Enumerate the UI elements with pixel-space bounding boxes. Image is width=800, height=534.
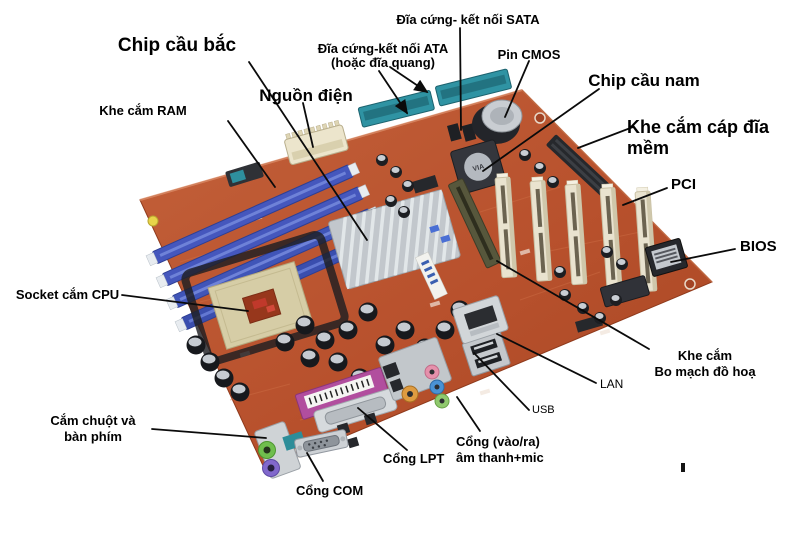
floppy-connector bbox=[546, 134, 613, 198]
southbridge-chip: VIA bbox=[450, 139, 507, 195]
leader-power bbox=[302, 102, 314, 148]
label-ata: Đĩa cứng-kết nối ATA (hoặc đĩa quang) bbox=[293, 42, 473, 70]
leader-com bbox=[306, 452, 324, 482]
leader-southbridge bbox=[482, 88, 600, 172]
audio-jacks bbox=[378, 337, 452, 409]
leader-audio bbox=[456, 396, 481, 432]
leader-floppy bbox=[577, 126, 634, 149]
leader-ata-2 bbox=[378, 70, 408, 115]
label-pci: PCI bbox=[671, 176, 697, 193]
leader-usb bbox=[473, 352, 530, 411]
leader-lan bbox=[496, 333, 597, 384]
label-bios: BIOS bbox=[740, 238, 777, 255]
small-chip bbox=[225, 161, 264, 187]
label-audio-line1: Cổng (vào/ra) bbox=[456, 434, 540, 449]
leader-lines bbox=[121, 27, 736, 482]
label-power: Nguồn điện bbox=[259, 86, 353, 105]
label-sata: Đĩa cứng- kết nối SATA bbox=[396, 12, 540, 27]
label-lan: LAN bbox=[600, 377, 624, 391]
leader-bios bbox=[670, 248, 736, 263]
label-ps2: Cắm chuột và bàn phím bbox=[33, 413, 153, 445]
com-port bbox=[282, 429, 349, 458]
lpt-port bbox=[295, 367, 398, 449]
label-cpu-socket: Socket cắm CPU bbox=[15, 287, 120, 302]
label-pin-cmos: Pin CMOS bbox=[497, 47, 561, 62]
leader-cpu-socket bbox=[121, 294, 249, 312]
label-floppy-line1: Khe cắm cáp đĩa bbox=[627, 117, 770, 137]
label-usb: USB bbox=[532, 404, 555, 416]
label-graphics-slot: Khe cắm Bo mạch đồ hoạ bbox=[625, 348, 785, 380]
label-audio: Cổng (vào/ra) âm thanh+mic bbox=[456, 434, 544, 466]
leader-cmos bbox=[504, 60, 530, 118]
lan-port bbox=[452, 295, 509, 344]
label-ps2-line1: Cắm chuột và bbox=[50, 413, 136, 428]
label-graphics-line1: Khe cắm bbox=[677, 348, 733, 363]
leader-ram bbox=[227, 120, 276, 188]
label-southbridge: Chip cầu nam bbox=[588, 71, 700, 90]
leader-northbridge bbox=[248, 61, 368, 241]
label-ram: Khe cắm RAM bbox=[99, 103, 187, 118]
label-northbridge: Chip cầu bắc bbox=[117, 35, 237, 56]
stray-mark bbox=[681, 463, 685, 472]
leader-ata-1 bbox=[389, 66, 429, 94]
label-ata-line1: Đĩa cứng-kết nối ATA bbox=[317, 41, 449, 56]
southbridge-logo-text: VIA bbox=[472, 163, 485, 173]
jumpers bbox=[429, 224, 451, 244]
label-audio-line2: âm thanh+mic bbox=[456, 450, 544, 465]
label-ata-line2: (hoặc đĩa quang) bbox=[331, 55, 435, 70]
label-com: Cổng COM bbox=[296, 483, 364, 498]
cpu-socket bbox=[207, 261, 314, 350]
label-floppy: Khe cắm cáp đĩa mềm bbox=[627, 117, 769, 159]
pin-header bbox=[412, 174, 439, 194]
bios-chip bbox=[644, 238, 688, 277]
label-floppy-line2: mềm bbox=[627, 138, 670, 158]
agp-sticker bbox=[414, 251, 448, 300]
leader-lpt bbox=[357, 407, 408, 451]
leader-agp bbox=[496, 260, 650, 350]
leader-pci bbox=[622, 187, 668, 206]
agp-slot bbox=[414, 178, 502, 300]
label-lpt: Cổng LPT bbox=[383, 451, 445, 466]
leader-sata bbox=[459, 27, 462, 131]
label-graphics-line2: Bo mạch đồ hoạ bbox=[654, 364, 756, 379]
leader-ps2 bbox=[151, 428, 267, 439]
label-ps2-line2: bàn phím bbox=[64, 429, 122, 444]
